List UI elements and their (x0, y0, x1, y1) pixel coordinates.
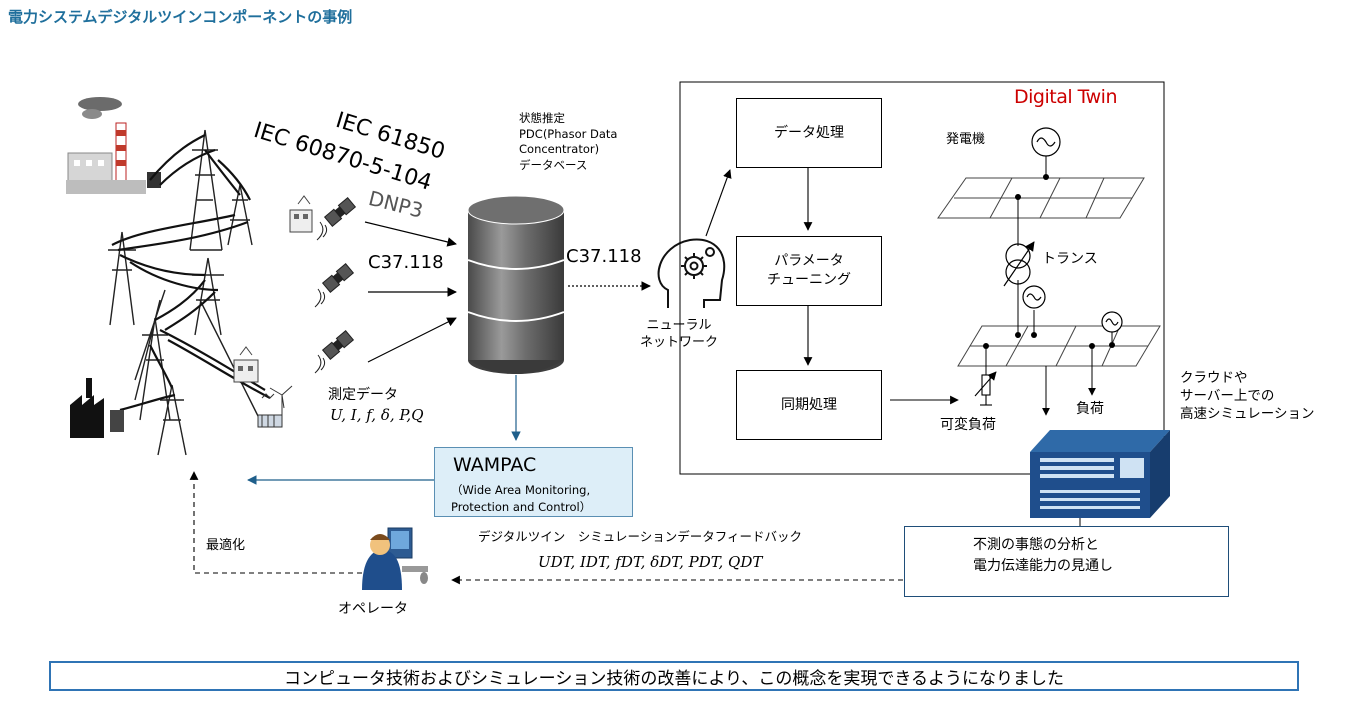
feedback-label: デジタルツイン シミュレーションデータフィードバック (478, 529, 803, 544)
arrow-operator-grid (189, 471, 362, 574)
protocol-c37118-right: C37.118 (566, 246, 642, 267)
page-title: 電力システムデジタルツインコンポーネントの事例 (8, 8, 353, 26)
wampac-box: WAMPAC （Wide Area Monitoring, Protection… (434, 447, 633, 517)
protocol-c37118-left: C37.118 (368, 252, 444, 273)
arrow-neural-dataproc (705, 169, 732, 237)
factory-icon (70, 378, 124, 438)
satellite-icon (314, 197, 357, 374)
measurement-label: 測定データ (328, 387, 398, 403)
transformer-label: トランス (1042, 251, 1098, 267)
variable-load-label: 可変負荷 (940, 417, 996, 433)
database-cylinder-icon (467, 195, 565, 374)
bottom-banner: コンピュータ技術およびシミュレーション技術の改善により、この概念を実現できるよう… (49, 661, 1299, 691)
optimization-label: 最適化 (206, 538, 246, 553)
measurement-vars: U, I, f, δ, P,Q (330, 406, 424, 424)
generator-label: 発電機 (946, 132, 986, 147)
solar-wind-icon (257, 385, 293, 428)
feedback-vars: UDT, IDT, fDT, δDT, PDT, QDT (538, 553, 763, 571)
operator-label: オペレータ (338, 601, 408, 617)
variable-load-icon (974, 371, 997, 406)
power-plant-icon (66, 97, 161, 194)
data-processing-box: データ処理 (736, 98, 882, 168)
cloud-simulation-note: クラウドや サーバー上での 高速シミュレーション (1180, 370, 1315, 423)
load-label: 負荷 (1076, 401, 1104, 417)
wampac-title: WAMPAC (453, 454, 537, 476)
transformer-icon (1003, 241, 1035, 287)
ai-head-gear-icon (657, 238, 726, 308)
arrow-sat1-db (364, 221, 457, 247)
digital-twin-label: Digital Twin (1014, 86, 1117, 108)
grid-model (937, 156, 1161, 416)
substation-icon (233, 195, 313, 383)
generator-icon (1022, 127, 1123, 333)
power-lines (111, 134, 271, 412)
wampac-subtitle: （Wide Area Monitoring, Protection and Co… (451, 483, 592, 514)
arrow-sat3-db (367, 317, 457, 363)
server-rack-icon (1030, 430, 1170, 518)
sync-processing-box: 同期処理 (736, 370, 882, 440)
state-estimation-label: 状態推定 PDC(Phasor Data Concentrator) データベー… (519, 111, 618, 172)
operator-icon (362, 527, 428, 590)
parameter-tuning-box: パラメータ チューニング (736, 236, 882, 306)
grid-nodes (983, 174, 1115, 349)
digital-twin-frame (679, 81, 1165, 475)
contingency-note: 不測の事態の分析と 電力伝達能力の見通し (904, 526, 1229, 597)
neural-network-label: ニューラル ネットワーク (640, 318, 719, 350)
